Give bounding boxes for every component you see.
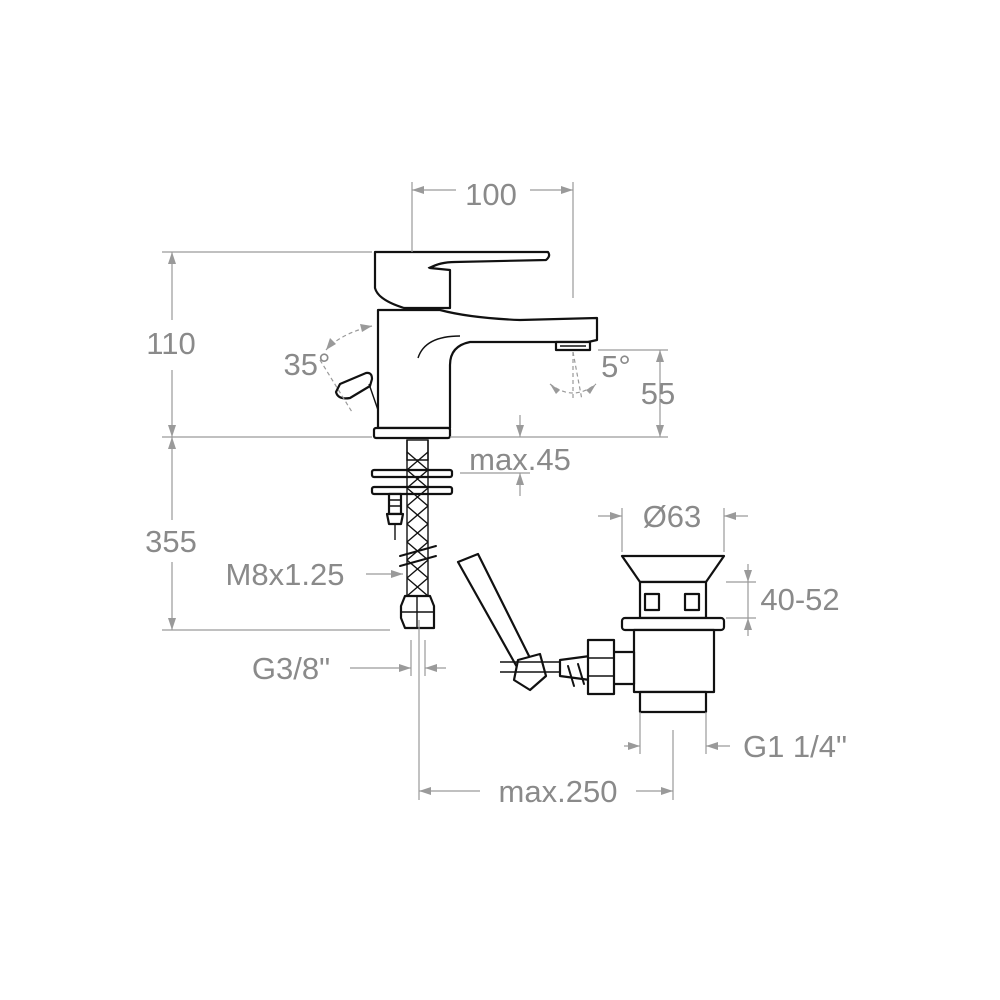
- label-lever-angle: 35°: [284, 347, 331, 382]
- label-hose-length: 355: [145, 524, 197, 559]
- dimension-labels: 100 110 35° 5° 55 max.45 355 M8x1.25 G3/…: [145, 177, 847, 809]
- popup-rod: [456, 552, 592, 692]
- label-max-rod-distance: max.250: [499, 774, 618, 809]
- label-spout-reach: 100: [465, 177, 517, 212]
- label-hose-thread: G3/8": [252, 651, 330, 686]
- label-body-height: 110: [146, 326, 195, 361]
- label-stud-thread: M8x1.25: [226, 557, 345, 592]
- faucet-body: [334, 250, 599, 440]
- label-max-deck-thickness: max.45: [469, 442, 571, 477]
- label-spout-clearance: 55: [641, 376, 675, 411]
- label-waste-thread: G1 1/4": [743, 729, 847, 764]
- label-waste-diameter: Ø63: [643, 499, 702, 534]
- label-waste-flange-range: 40-52: [760, 582, 839, 617]
- label-spout-angle: 5°: [601, 349, 631, 384]
- mounting-assembly: [370, 439, 454, 630]
- dimension-lines: [162, 182, 756, 800]
- waste-valve: [586, 554, 726, 714]
